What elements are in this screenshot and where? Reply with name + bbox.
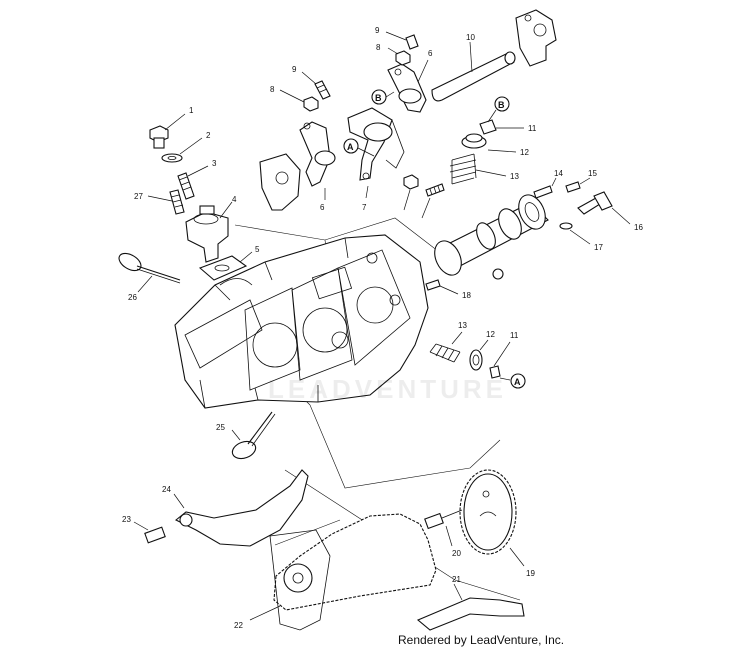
stud-27-part xyxy=(147,189,185,215)
rocker-shaft-part xyxy=(431,41,516,102)
camshaft-pin-parts xyxy=(533,177,591,199)
washer-17-part xyxy=(559,222,591,245)
credit-text: Rendered by LeadVenture, Inc. xyxy=(398,633,565,647)
nut-8-center xyxy=(403,174,419,211)
callout-15: 15 xyxy=(588,169,597,178)
callout-8-left: 8 xyxy=(270,85,275,94)
callout-11-mid: 11 xyxy=(510,331,519,340)
callout-7: 7 xyxy=(362,203,367,212)
pin-18-part xyxy=(425,279,459,295)
cylinder-head xyxy=(174,234,429,409)
valve-26-part xyxy=(118,252,181,293)
cam-chain-22 xyxy=(249,513,437,631)
cam-sprocket-19 xyxy=(459,469,525,567)
decompressor-16-part xyxy=(577,191,631,225)
callout-3: 3 xyxy=(212,159,217,168)
callout-18: 18 xyxy=(462,291,471,300)
gasket-part xyxy=(198,251,253,281)
callout-8-top: 8 xyxy=(376,43,381,52)
ref-mark-b-right: B xyxy=(498,100,505,110)
callout-13-top: 13 xyxy=(510,172,519,181)
bolt-part xyxy=(149,113,186,149)
rocker-arm-center xyxy=(347,107,405,199)
adjuster-9-left xyxy=(301,71,331,100)
bolt-20-part xyxy=(424,509,463,547)
callout-5: 5 xyxy=(255,245,260,254)
callout-17: 17 xyxy=(594,243,603,252)
callout-24: 24 xyxy=(162,485,171,494)
callout-2: 2 xyxy=(206,131,211,140)
callout-1: 1 xyxy=(189,106,194,115)
nut-8-top xyxy=(387,47,411,66)
callout-20: 20 xyxy=(452,549,461,558)
reference-marks: A A B B xyxy=(343,89,526,389)
callout-6-right: 6 xyxy=(428,49,433,58)
assembly-lines xyxy=(199,217,521,601)
callout-19: 19 xyxy=(526,569,535,578)
callout-14: 14 xyxy=(554,169,563,178)
watermark: LEADVENTURE xyxy=(268,374,508,404)
valve-spring-13-top xyxy=(449,153,507,185)
chain-guide-24 xyxy=(173,469,309,547)
callout-11-top: 11 xyxy=(528,124,537,133)
callout-26: 26 xyxy=(128,293,137,302)
callout-4: 4 xyxy=(232,195,237,204)
callout-labels: 1 2 3 4 5 6 6 7 8 8 9 9 10 11 11 12 12 1… xyxy=(122,26,643,630)
retainer-12-top xyxy=(461,133,517,153)
washer-part xyxy=(161,137,203,163)
retainer-12-mid xyxy=(469,339,489,371)
callout-9-left: 9 xyxy=(292,65,297,74)
callout-9-top: 9 xyxy=(375,26,380,35)
callout-13-mid: 13 xyxy=(458,321,467,330)
callout-22: 22 xyxy=(234,621,243,630)
adjuster-9-center xyxy=(421,183,445,219)
rocker-arm-left xyxy=(299,121,336,200)
keeper-11-mid xyxy=(489,341,511,379)
stud-part xyxy=(177,165,209,200)
rocker-support xyxy=(515,9,557,67)
valve-25-part xyxy=(231,411,276,460)
chain-guide-21 xyxy=(416,583,525,631)
tensioner-part xyxy=(185,201,233,263)
keeper-11-top xyxy=(479,119,524,135)
nut-8-left xyxy=(279,89,319,112)
camshaft-part xyxy=(434,194,549,280)
bolt-23-part xyxy=(133,521,166,544)
callout-23: 23 xyxy=(122,515,131,524)
ref-mark-a-mid: A xyxy=(514,377,521,387)
callout-21: 21 xyxy=(452,575,461,584)
callout-25: 25 xyxy=(216,423,225,432)
callout-6-left: 6 xyxy=(320,203,325,212)
callout-12-mid: 12 xyxy=(486,330,495,339)
callout-12-top: 12 xyxy=(520,148,529,157)
callout-10: 10 xyxy=(466,33,475,42)
adjuster-9-top xyxy=(385,31,419,50)
ref-mark-b-top: B xyxy=(375,93,382,103)
ref-mark-a-top: A xyxy=(347,142,354,152)
callout-16: 16 xyxy=(634,223,643,232)
rocker-support-left xyxy=(259,153,301,211)
rocker-arm-right xyxy=(387,59,429,113)
callout-27: 27 xyxy=(134,192,143,201)
valve-spring-13-mid xyxy=(429,331,463,363)
